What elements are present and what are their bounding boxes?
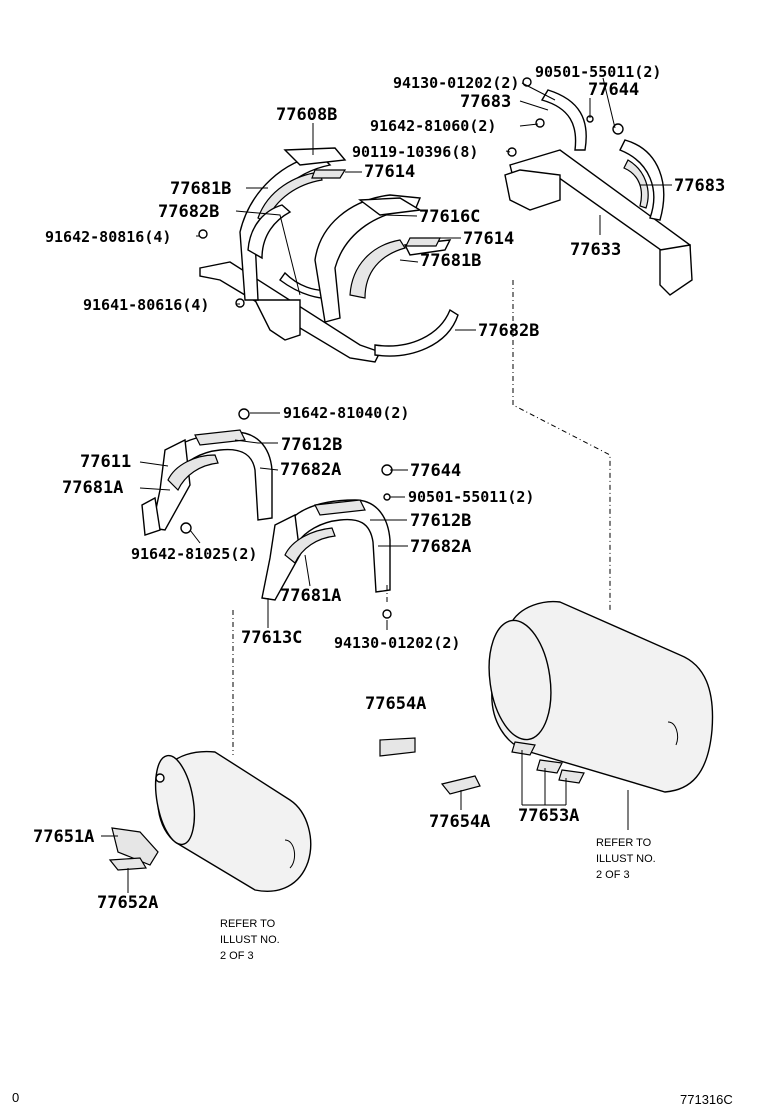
refer-note-left-line1: REFER TO (220, 918, 276, 930)
refer-note-right-line3: 2 OF 3 (596, 869, 630, 881)
label-90501-55011-top: 90501-55011(2) (535, 63, 661, 81)
label-77682B-b: 77682B (478, 321, 539, 341)
label-77682A-a: 77682A (280, 460, 341, 480)
refer-note-left-line2: ILLUST NO. (220, 934, 280, 946)
label-91642-80816: 91642-80816(4) (45, 228, 171, 246)
label-77608B: 77608B (276, 105, 337, 125)
middle-right-bracket (261, 464, 393, 619)
part-labels: 94130-01202(2) 90501-55011(2) 77683 7764… (33, 63, 725, 913)
right-tank (379, 600, 714, 795)
label-90119-10396: 90119-10396(8) (352, 143, 478, 161)
label-94130-01202-mid: 94130-01202(2) (334, 634, 460, 652)
leader-lines (101, 77, 672, 893)
label-77612B-b: 77612B (410, 511, 471, 531)
label-77644-mid: 77644 (410, 461, 461, 481)
label-77613C: 77613C (241, 628, 302, 648)
label-77683-b: 77683 (674, 176, 725, 196)
label-77612B-a: 77612B (281, 435, 342, 455)
middle-left-bracket (141, 408, 273, 536)
upper-right-bracket (504, 77, 693, 296)
label-77682A-b: 77682A (410, 537, 471, 557)
footer-diagram-id: 771316C (680, 1092, 733, 1107)
label-91642-81040: 91642-81040(2) (283, 404, 409, 422)
label-77654A-b: 77654A (429, 812, 490, 832)
label-91641-80616: 91641-80616(4) (83, 296, 209, 314)
label-90501-55011-mid: 90501-55011(2) (408, 488, 534, 506)
label-77654A-a: 77654A (365, 694, 426, 714)
label-91642-81025: 91642-81025(2) (131, 545, 257, 563)
label-94130-01202-top: 94130-01202(2) (393, 74, 519, 92)
label-77616C: 77616C (419, 207, 480, 227)
refer-note-right: REFER TO ILLUST NO. 2 OF 3 (596, 837, 656, 881)
upper-band-assembly (198, 147, 459, 363)
refer-note-left: REFER TO ILLUST NO. 2 OF 3 (220, 918, 280, 962)
label-77681B-b: 77681B (420, 251, 481, 271)
label-77614-a: 77614 (364, 162, 415, 182)
label-77681B-a: 77681B (170, 179, 231, 199)
label-77633: 77633 (570, 240, 621, 260)
label-77653A: 77653A (518, 806, 579, 826)
label-77614-b: 77614 (463, 229, 514, 249)
label-77611: 77611 (80, 452, 131, 472)
refer-note-right-line1: REFER TO (596, 837, 652, 849)
label-91642-81060: 91642-81060(2) (370, 117, 496, 135)
label-77682B-a: 77682B (158, 202, 219, 222)
label-77644-top: 77644 (588, 80, 639, 100)
label-77651A: 77651A (33, 827, 94, 847)
footer-left: 0 (12, 1090, 19, 1105)
label-77652A: 77652A (97, 893, 158, 913)
label-77681A-b: 77681A (280, 586, 341, 606)
refer-note-left-line3: 2 OF 3 (220, 950, 254, 962)
label-77683-a: 77683 (460, 92, 511, 112)
refer-note-right-line2: ILLUST NO. (596, 853, 656, 865)
label-77681A-a: 77681A (62, 478, 123, 498)
left-tank (108, 750, 312, 892)
